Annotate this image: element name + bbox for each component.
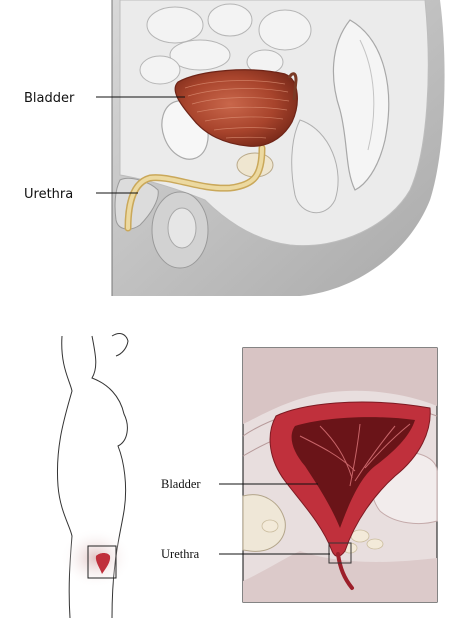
male-anatomy-figure: Bladder Urethra [0,0,457,296]
urethra-label: Urethra [24,187,73,202]
inset-locator-box [87,545,117,579]
inset-urethra-label: Urethra [161,547,200,561]
intestines [139,3,312,85]
female-outline-and-inset: Bladder Urethra [56,333,438,618]
female-anatomy-figure: Bladder Urethra [0,296,457,618]
inset-bladder-label: Bladder [161,477,201,491]
mini-bladder [95,553,111,574]
bladder-texture [184,80,290,139]
ureter [287,72,298,101]
bladder-inset [242,347,438,603]
rectum [291,119,339,214]
male-sagittal-illustration: Bladder Urethra [24,0,445,296]
bladder-label: Bladder [24,91,75,106]
sacrum [332,19,390,191]
